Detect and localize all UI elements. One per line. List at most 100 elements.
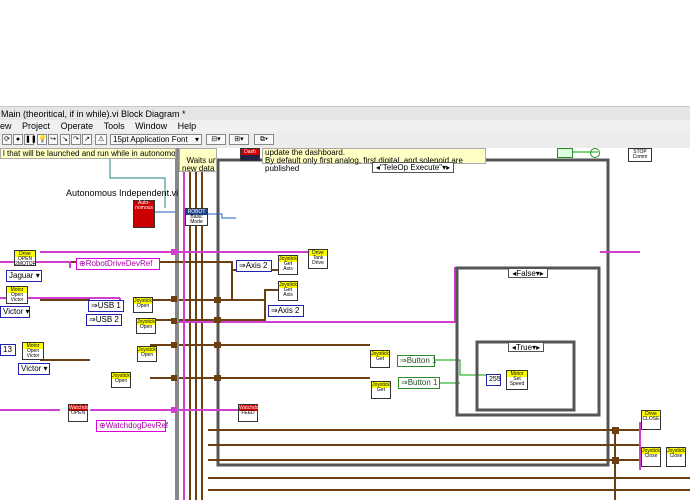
- victor-select-1[interactable]: Victor ▾: [0, 306, 30, 318]
- joystick-open-vi-4[interactable]: Joystick Open: [111, 372, 131, 388]
- stop-boolean-constant[interactable]: [557, 148, 573, 158]
- robot-drive-ref[interactable]: ⊕RobotDriveDevRef: [76, 258, 160, 270]
- step-into-icon[interactable]: ↘: [60, 134, 70, 145]
- motor-set-speed-vi[interactable]: Motor Set Speed: [506, 370, 528, 390]
- stop-comm-vi[interactable]: STOP Comm: [628, 148, 652, 162]
- get-axis-1-body: Get Axis: [283, 261, 293, 272]
- menu-item-view[interactable]: ew: [0, 121, 12, 131]
- joystick-get-2-body: Get: [376, 387, 386, 393]
- watchdog-feed-body: FEED: [241, 410, 255, 416]
- watchdog-ref[interactable]: ⊕WatchdogDevRef: [96, 420, 168, 432]
- robot-basic-mode-head: ROBOT: [186, 209, 207, 215]
- reorder-icon[interactable]: ⧉▾: [254, 134, 274, 145]
- refnum-icon: ⊕: [99, 421, 106, 430]
- chevron-down-icon: ▾: [194, 135, 199, 144]
- align-objects-icon[interactable]: ⊟▾: [206, 134, 226, 145]
- joystick-get-vi-1[interactable]: Joystick Get: [370, 350, 390, 368]
- step-out-icon[interactable]: ↗: [82, 134, 92, 145]
- joystick-axis-icon: ⇒: [239, 261, 246, 270]
- joystick-get-vi-2[interactable]: Joystick Get: [371, 381, 391, 399]
- dashboard-vi[interactable]: Dash: [240, 148, 260, 161]
- usb-2-select[interactable]: ⇒USB 2: [86, 314, 122, 326]
- menu-item-window[interactable]: Window: [135, 121, 168, 131]
- get-axis-2-body: Get Axis: [283, 287, 293, 298]
- joystick-close-vi-1[interactable]: Joystick Close: [641, 447, 661, 467]
- toolbar: ⟳ ● ❚❚ 💡 ↪ ↘ ↷ ↗ ⚠ 15pt Application Font…: [0, 132, 690, 149]
- true-case-selector[interactable]: ◂True▾▸: [508, 342, 544, 352]
- joystick-open-3-head: Joystick: [138, 347, 156, 353]
- menu-item-help[interactable]: Help: [177, 121, 197, 131]
- decrement-arrow-icon: ◂: [375, 163, 380, 172]
- axis-2-select-b[interactable]: ⇒Axis 2: [268, 305, 304, 317]
- menu-item-operate[interactable]: Operate: [60, 121, 94, 131]
- drive-close-vi[interactable]: Drive CLOSE: [641, 410, 661, 430]
- distribute-objects-icon[interactable]: ⊞▾: [229, 134, 249, 145]
- usb-1-select[interactable]: ⇒USB 1: [88, 300, 124, 312]
- autonomous-vi-icon[interactable]: Auto-nomous: [133, 200, 155, 228]
- channel-13-control[interactable]: 13: [0, 344, 16, 356]
- run-continuous-icon[interactable]: ⟳: [2, 134, 12, 145]
- constant-255[interactable]: 255: [486, 374, 501, 386]
- joystick-axis-icon: ⇒: [271, 306, 278, 315]
- teleop-case-selector[interactable]: ◂"TeleOp Execute"▾▸: [372, 162, 454, 173]
- motor-open-vi-1[interactable]: Motor Open Victor: [6, 286, 28, 304]
- font-select[interactable]: 15pt Application Font▾: [110, 134, 202, 145]
- step-over-icon[interactable]: ↷: [71, 134, 81, 145]
- button-1-select-a[interactable]: ⇒Button 1: [397, 355, 437, 367]
- joystick-close-1-body: Close: [644, 453, 658, 459]
- refnum-icon: ⊕: [79, 259, 86, 268]
- menu-item-project[interactable]: Project: [22, 121, 51, 131]
- highlight-execution-icon[interactable]: 💡: [37, 134, 47, 145]
- abort-icon[interactable]: ●: [13, 134, 23, 145]
- joystick-get-axis-vi-1[interactable]: Joystick Get Axis: [278, 255, 298, 275]
- retain-wire-values-icon[interactable]: ↪: [48, 134, 58, 145]
- watchdog-open-vi[interactable]: Watchdog OPEN: [68, 404, 92, 422]
- jaguar-select[interactable]: Jaguar ▾: [6, 270, 42, 282]
- joystick-close-1-head: Joystick: [642, 448, 660, 454]
- watchdog-open-head: Watchdog: [69, 405, 92, 411]
- motor-open-vi-2[interactable]: Motor Open Victor: [22, 342, 44, 360]
- menu-item-tools[interactable]: Tools: [103, 121, 125, 131]
- drive-close-body: CLOSE: [642, 416, 660, 422]
- joystick-open-3-body: Open: [140, 352, 154, 358]
- joystick-close-vi-2[interactable]: Joystick Close: [666, 447, 686, 467]
- dashboard-vi-head: Dash: [241, 149, 259, 155]
- waits-until-comment: Waits until new data is received: [179, 148, 217, 172]
- robot-basic-mode-vi[interactable]: ROBOT Basic Mode: [185, 208, 208, 226]
- motor-set-speed-body: Set Speed: [509, 376, 525, 387]
- drive-open-vi[interactable]: Drive OPEN 2MOTOR: [14, 250, 36, 267]
- watchdog-open-body: OPEN: [70, 410, 86, 416]
- stop-comm-body: Comm: [632, 154, 648, 160]
- increment-arrow-icon: ▸: [446, 163, 451, 172]
- joystick-get-axis-vi-2[interactable]: Joystick Get Axis: [278, 281, 298, 301]
- pause-icon[interactable]: ❚❚: [24, 134, 37, 145]
- joystick-open-vi-1[interactable]: Joystick Open: [133, 297, 153, 313]
- joystick-open-vi-3[interactable]: Joystick Open: [137, 346, 157, 362]
- drive-open-head: Drive: [15, 251, 35, 257]
- window-title-bar: Main (theoritical, if in while).vi Block…: [0, 106, 690, 120]
- button-1-select-b[interactable]: ⇒Button 1: [398, 377, 440, 389]
- watchdog-feed-vi[interactable]: Watchdog FEED: [238, 404, 261, 422]
- victor-select-2[interactable]: Victor ▾: [18, 363, 50, 375]
- menu-bar: ew Project Operate Tools Window Help: [0, 120, 690, 132]
- joystick-open-vi-2[interactable]: Joystick Open: [136, 318, 156, 334]
- decrement-arrow-icon: ◂: [511, 343, 516, 352]
- loop-condition-icon[interactable]: [590, 148, 600, 158]
- chevron-down-icon: ▾: [442, 163, 447, 172]
- button-1-b-value: Button 1: [407, 378, 438, 387]
- decrement-arrow-icon: ◂: [512, 269, 517, 278]
- usb-1-value: USB 1: [97, 301, 121, 310]
- constant-255-value: 255: [489, 376, 501, 383]
- axis-2-select-a[interactable]: ⇒Axis 2: [236, 260, 272, 272]
- false-case-selector[interactable]: ◂False▾▸: [508, 268, 548, 278]
- autonomous-comment-text: l that will be launched and run while in…: [3, 149, 176, 158]
- chevron-down-icon: ▾: [23, 307, 30, 316]
- axis-2-b-value: Axis 2: [277, 306, 300, 315]
- drive-tank-vi[interactable]: Drive Tank Drive: [308, 249, 328, 269]
- window-title: Main (theoritical, if in while).vi Block…: [1, 109, 186, 119]
- warning-icon[interactable]: ⚠: [95, 134, 107, 145]
- refnum-wires: [40, 148, 690, 500]
- joystick-open-2-body: Open: [139, 324, 153, 330]
- blue-wires: [155, 211, 236, 219]
- increment-arrow-icon: ▸: [539, 269, 544, 278]
